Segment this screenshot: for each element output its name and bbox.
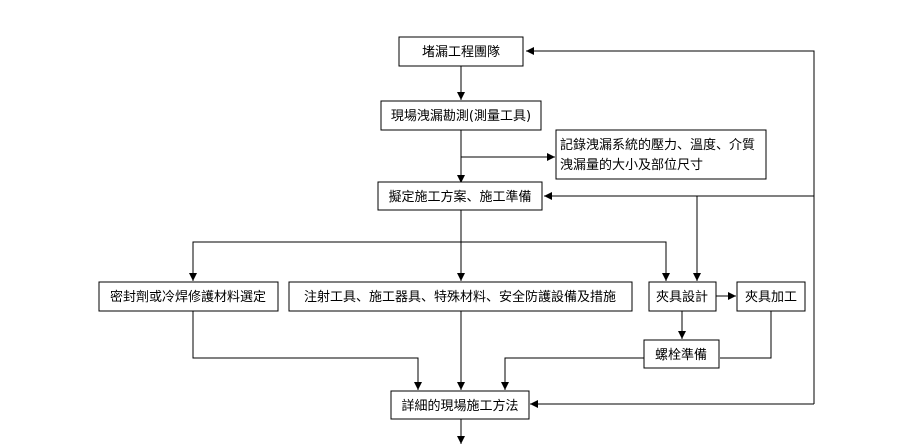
node-survey: 現場洩漏勘測(測量工具)	[380, 100, 542, 131]
node-team: 堵漏工程團隊	[398, 36, 524, 67]
edges	[189, 47, 815, 444]
node-injection: 注射工具、施工器具、特殊材料、安全防護設備及措施	[288, 281, 633, 312]
node-clamp-design-label: 夾具設計	[656, 289, 708, 305]
edge-feedback-to-team	[526, 47, 815, 404]
edge-machining-to-method	[720, 311, 772, 359]
edge-sealant-to-method	[192, 311, 422, 390]
node-sealant: 密封劑或冷焊修護材料選定	[98, 281, 279, 312]
node-clamp-machining: 夾具加工	[736, 281, 806, 312]
node-plan: 擬定施工方案、施工準備	[377, 181, 543, 211]
node-method-label: 詳細的現場施工方法	[401, 398, 518, 414]
node-plan-label: 擬定施工方案、施工準備	[388, 189, 531, 205]
edge-bolt-to-method	[501, 357, 644, 390]
node-method: 詳細的現場施工方法	[390, 390, 530, 420]
node-record: 記錄洩漏系統的壓力、溫度、介質 洩漏量的大小及部位尺寸	[555, 129, 767, 180]
node-team-label: 堵漏工程團隊	[422, 44, 500, 60]
node-clamp-design: 夾具設計	[648, 281, 717, 312]
node-injection-label: 注射工具、施工器具、特殊材料、安全防護設備及措施	[304, 289, 616, 305]
node-record-label-line2: 洩漏量的大小及部位尺寸	[560, 157, 703, 173]
node-survey-label: 現場洩漏勘測(測量工具)	[391, 108, 531, 124]
node-sealant-label: 密封劑或冷焊修護材料選定	[110, 289, 266, 305]
node-bolt-prep-label: 螺栓準備	[655, 347, 707, 363]
node-clamp-machining-label: 夾具加工	[745, 290, 797, 305]
edge-plan-to-sealant	[189, 241, 461, 281]
edge-plan-to-clamp-design	[461, 241, 670, 281]
node-record-label-line1: 記錄洩漏系統的壓力、溫度、介質	[560, 137, 755, 153]
node-bolt-prep: 螺栓準備	[643, 339, 720, 369]
